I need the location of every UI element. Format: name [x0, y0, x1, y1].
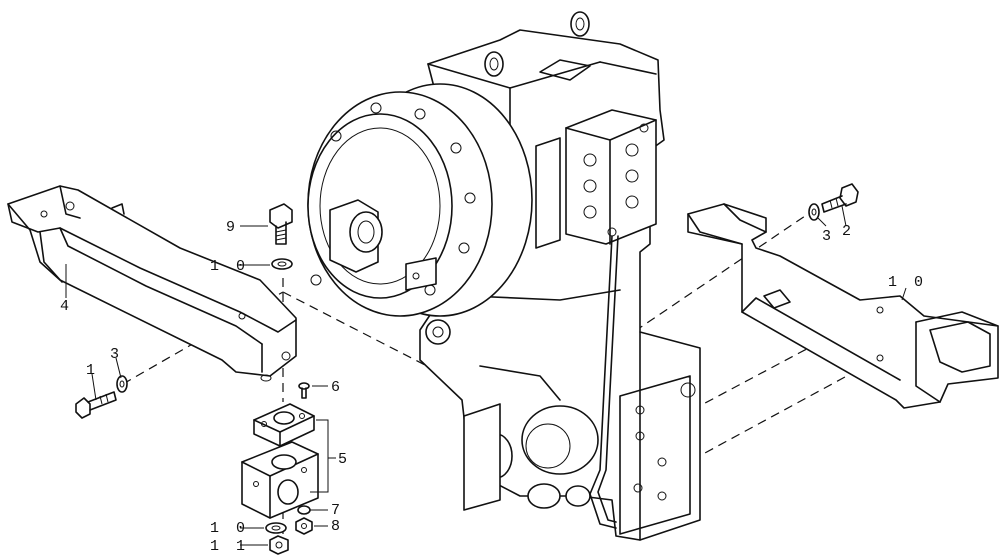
callout-3-left: 3: [110, 346, 123, 363]
left-support-bracket: [7, 185, 297, 382]
bolt-2: [821, 183, 859, 213]
leader-lines: [65, 205, 907, 546]
callout-10-lower: 1 0: [210, 520, 249, 537]
callout-labels: 9 1 0 4 1 3 6 5 7 8 1 0 1 1 3 2 1 0: [60, 219, 927, 555]
washer-10-lower: [265, 522, 287, 534]
callout-8: 8: [331, 518, 344, 535]
transmission-housing: [419, 11, 701, 541]
nut-7: [297, 505, 311, 515]
callout-10-right: 1 0: [888, 274, 927, 291]
callout-3-right: 3: [822, 228, 835, 245]
callout-5: 5: [338, 451, 351, 468]
callout-11: 1 1: [210, 538, 249, 555]
callout-2: 2: [842, 223, 855, 240]
converter-housing: [307, 83, 533, 317]
callout-10-upper: 1 0: [210, 258, 249, 275]
valve-ports: [583, 123, 649, 237]
washer-3-right: [808, 203, 820, 221]
nut-11: [269, 535, 289, 555]
nut-8: [295, 517, 313, 535]
callout-6: 6: [331, 379, 344, 396]
bolt-9: [269, 203, 293, 245]
washer-3-left: [116, 375, 128, 393]
washer-10-upper: [271, 258, 293, 270]
bolt-1: [75, 391, 117, 419]
callout-1: 1: [86, 362, 99, 379]
right-support-bracket: [687, 203, 999, 409]
callout-7: 7: [331, 502, 344, 519]
screw-6: [298, 382, 310, 399]
rubber-mount-5: [241, 403, 319, 519]
callout-4: 4: [60, 298, 73, 315]
callout-9: 9: [226, 219, 239, 236]
